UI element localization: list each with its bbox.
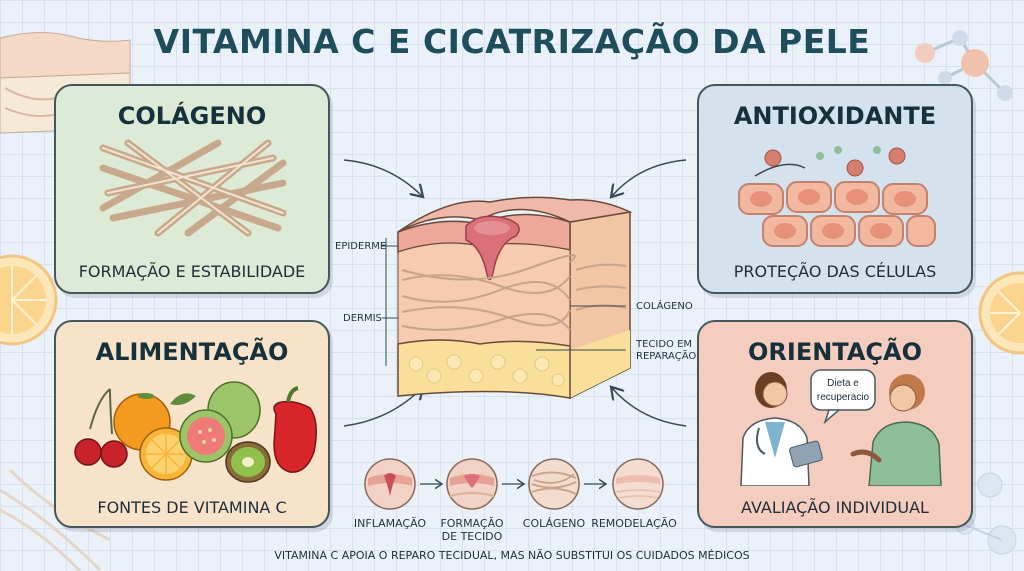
card-antioxidante: ANTIOXIDANTE PROTEÇÃO DAS CÉLULAS [697, 84, 973, 294]
card-caption: PROTEÇÃO DAS CÉLULAS [733, 262, 937, 281]
stage-line1: REMODELAÇÃO [591, 517, 677, 530]
label-colageno: COLÁGENO [636, 301, 693, 312]
bubble-line2: recuperacio [817, 392, 870, 403]
orange-slice-left-icon [0, 254, 58, 346]
stage-line2: DE TECIDO [441, 530, 503, 543]
card-orientacao: ORIENTAÇÃO Dieta e recuperacio AVALIAÇÃO… [697, 320, 973, 528]
orange-slice-right-icon [978, 271, 1024, 355]
footer-disclaimer: VITAMINA C APOIA O REPARO TECIDUAL, MAS … [274, 549, 750, 562]
cells-with-radicals-icon [738, 146, 936, 247]
doctor-patient-icon: Dieta e recuperacio [740, 369, 942, 486]
stage-formacao: FORMAÇÃO DE TECIDO [429, 517, 515, 543]
card-title: ANTIOXIDANTE [733, 102, 937, 130]
molecule-icon [915, 30, 1013, 101]
stage-colageno: COLÁGENO [511, 517, 597, 530]
stage-line1: INFLAMAÇÃO [353, 517, 427, 530]
card-alimentacao: ALIMENTAÇÃO FONTES DE VITAMINA C [54, 320, 330, 528]
label-tecido-line1: TECIDO EM [636, 339, 693, 350]
card-title: ORIENTAÇÃO [748, 338, 922, 366]
label-dermis: DERMIS [343, 313, 382, 324]
fruits-icon [74, 381, 317, 483]
label-epiderme: EPIDERME [335, 241, 387, 252]
card-title: ALIMENTAÇÃO [95, 338, 289, 366]
card-caption: FONTES DE VITAMINA C [97, 498, 287, 517]
bubble-line1: Dieta e [827, 378, 859, 389]
skin-cross-section-illustration [382, 196, 633, 400]
card-title: COLÁGENO [117, 102, 267, 130]
bubbles-decoration [955, 472, 1017, 555]
label-tecido-line2: REPARAÇÃO [636, 351, 697, 362]
stage-remodelacao: REMODELAÇÃO [591, 517, 677, 530]
collagen-fibers-icon [99, 139, 287, 237]
stage-inflamacao: INFLAMAÇÃO [347, 517, 433, 530]
healing-stages-illustration [364, 458, 664, 510]
stage-line1: FORMAÇÃO [440, 517, 504, 530]
card-caption: AVALIAÇÃO INDIVIDUAL [741, 498, 929, 517]
card-colageno: COLÁGENO FORMAÇÃO E ESTABILIDADE [54, 84, 330, 294]
stage-line1: COLÁGENO [522, 517, 586, 530]
card-caption: FORMAÇÃO E ESTABILIDADE [78, 262, 306, 281]
page-title: VITAMINA C E CICATRIZAÇÃO DA PELE [153, 22, 871, 61]
